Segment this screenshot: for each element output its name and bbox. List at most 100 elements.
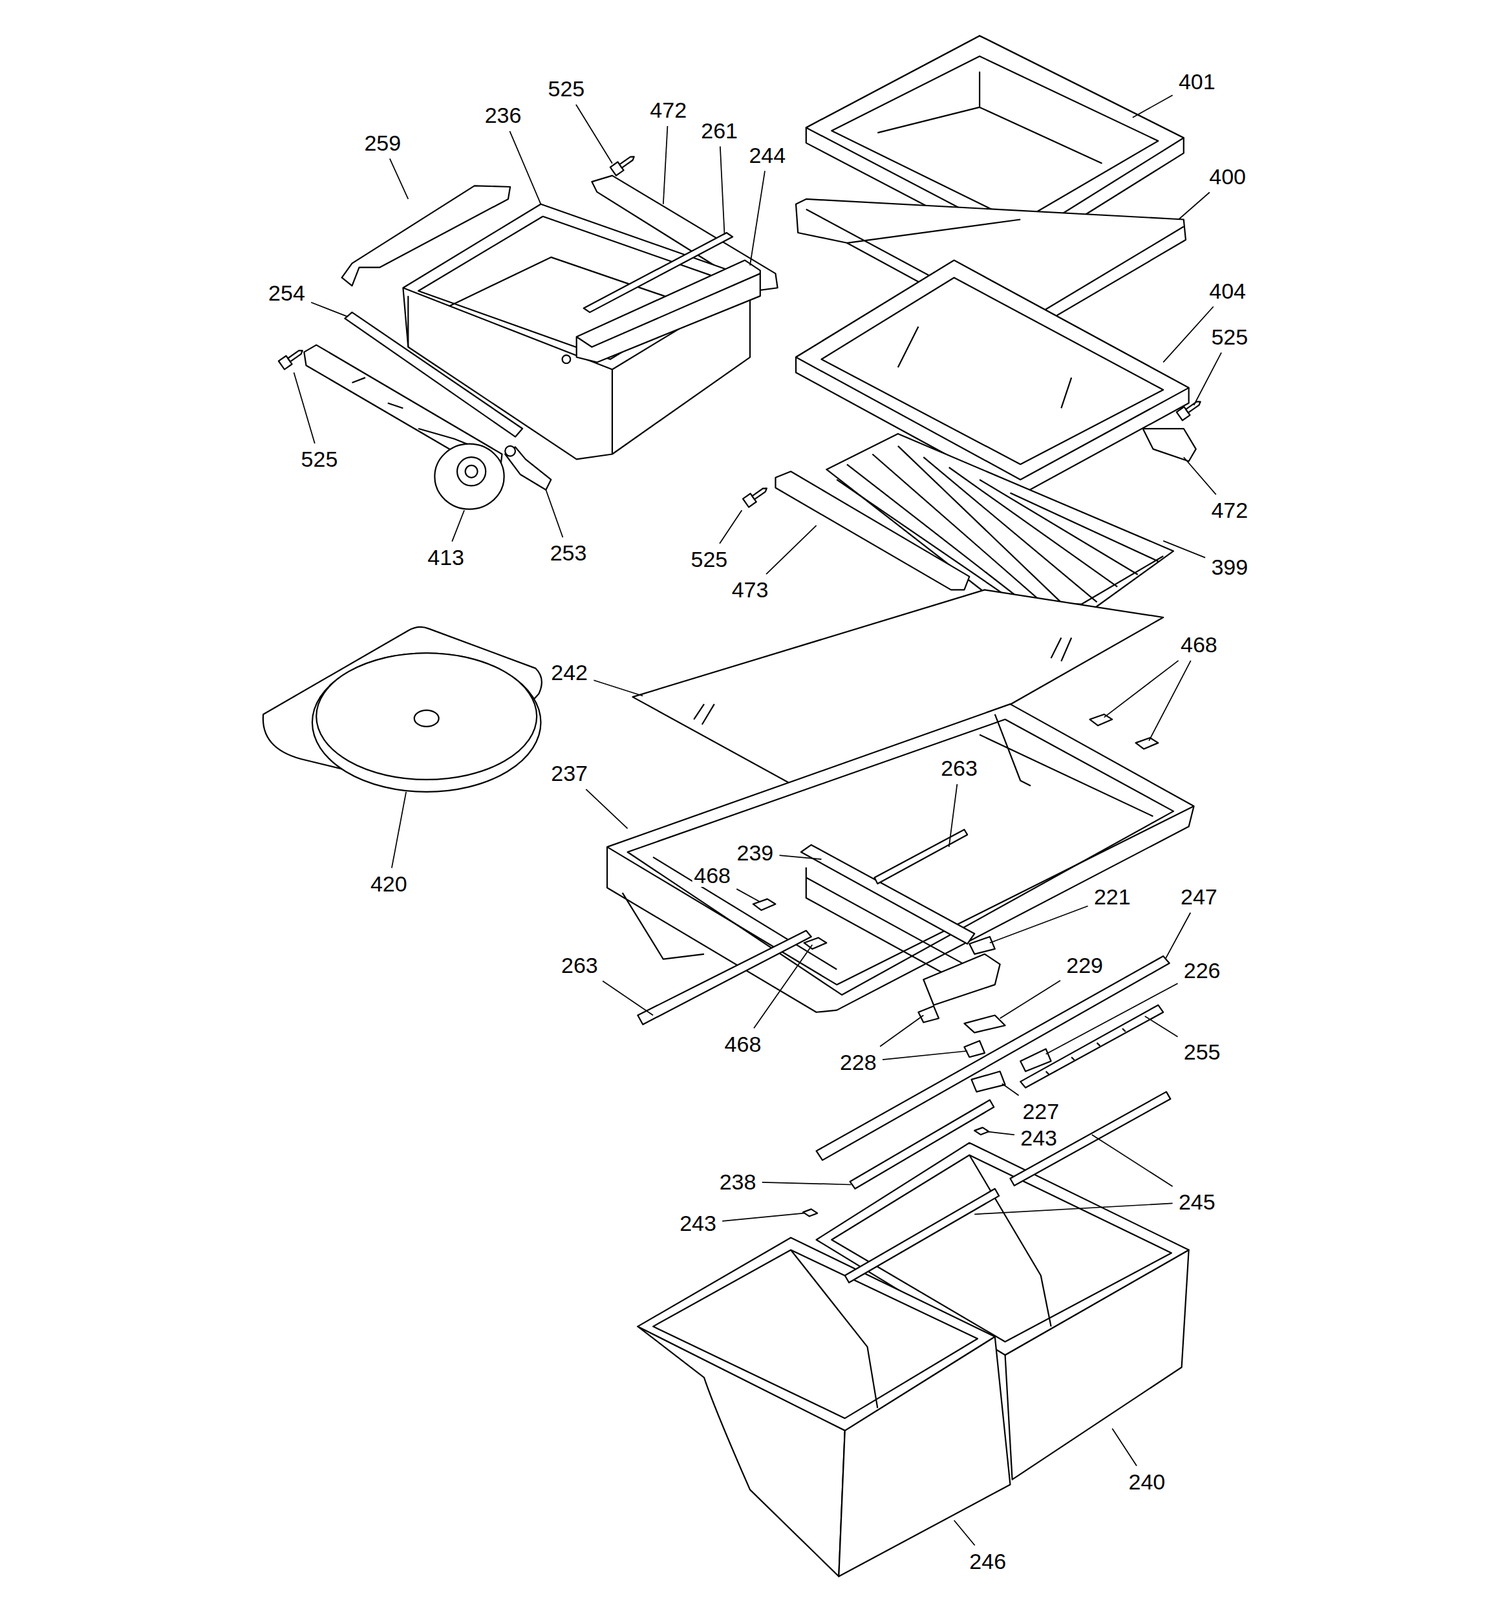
leader-line bbox=[1132, 95, 1173, 118]
callout-number: 399 bbox=[1209, 555, 1250, 579]
lever-pin bbox=[504, 446, 516, 457]
pad bbox=[804, 938, 827, 950]
callout-number: 243 bbox=[1018, 1126, 1060, 1150]
callout-number: 243 bbox=[677, 1211, 719, 1235]
callout-number: 228 bbox=[837, 1050, 879, 1074]
leader-line bbox=[762, 1182, 852, 1186]
bracket bbox=[918, 1006, 939, 1023]
leader-line bbox=[451, 510, 465, 542]
cover-frame-edge bbox=[607, 714, 1194, 985]
slide-detail bbox=[351, 377, 480, 449]
pad bbox=[803, 1209, 818, 1217]
cover-frame bbox=[607, 704, 1194, 1013]
leader-line bbox=[1092, 1134, 1173, 1187]
pad bbox=[1090, 714, 1113, 726]
turntable-top bbox=[316, 653, 537, 780]
callout-number: 468 bbox=[722, 1032, 764, 1056]
callout-number: 227 bbox=[1020, 1099, 1061, 1124]
tray-frame-inner bbox=[831, 56, 1158, 223]
drawer-rim-inner bbox=[653, 1250, 978, 1419]
callout-number: 236 bbox=[482, 103, 524, 127]
slider bbox=[1020, 1049, 1051, 1072]
leader-line bbox=[663, 126, 668, 205]
leader-line bbox=[766, 525, 817, 575]
callout-number: 255 bbox=[1181, 1040, 1223, 1064]
rail bbox=[874, 829, 968, 884]
callout-number: 237 bbox=[548, 761, 590, 785]
turntable bbox=[312, 653, 542, 793]
leader-line bbox=[1046, 983, 1179, 1054]
rail bbox=[775, 471, 970, 590]
callout-number: 525 bbox=[1209, 325, 1250, 349]
leader-line bbox=[1163, 306, 1214, 363]
leader-line bbox=[974, 1203, 1173, 1215]
leader-line bbox=[1194, 352, 1222, 405]
turntable-base bbox=[263, 627, 542, 789]
drawer-inner bbox=[969, 1155, 1051, 1327]
bracket bbox=[964, 1040, 985, 1058]
callout-number: 413 bbox=[425, 545, 467, 569]
latch bbox=[964, 1015, 1005, 1034]
slider bbox=[971, 1071, 1005, 1093]
mechanism bbox=[923, 954, 1000, 1006]
callout-number: 472 bbox=[1209, 498, 1250, 522]
tray-inner bbox=[877, 71, 1102, 164]
leader-line bbox=[986, 1131, 1015, 1135]
leader-line bbox=[294, 372, 315, 444]
drawer-rim bbox=[637, 1238, 995, 1431]
leader-line bbox=[545, 490, 563, 538]
cross-bar-edge bbox=[806, 867, 965, 985]
leader-line bbox=[1178, 192, 1210, 220]
callout-number: 420 bbox=[368, 872, 410, 896]
callout-number: 400 bbox=[1207, 164, 1248, 189]
leader-line bbox=[949, 784, 958, 847]
leader-line bbox=[882, 1051, 968, 1060]
screw bbox=[287, 349, 304, 363]
callout-number: 525 bbox=[688, 547, 730, 571]
leader-line bbox=[593, 680, 643, 696]
leader-line bbox=[576, 104, 613, 164]
callout-number: 253 bbox=[548, 541, 590, 565]
callout-number: 263 bbox=[938, 756, 980, 780]
leader-line bbox=[1000, 980, 1061, 1019]
callout-number: 239 bbox=[735, 841, 776, 865]
crisper-pan bbox=[402, 204, 750, 460]
clip bbox=[969, 936, 995, 955]
leader-line bbox=[1163, 541, 1206, 558]
callout-number: 468 bbox=[691, 863, 733, 888]
callout-number: 525 bbox=[299, 447, 341, 471]
leader-line bbox=[391, 792, 407, 869]
leader-line bbox=[1165, 912, 1191, 960]
pad bbox=[753, 899, 776, 911]
callout-number: 229 bbox=[1064, 953, 1105, 977]
vent-strip bbox=[1020, 1005, 1164, 1089]
leader-line bbox=[879, 1015, 924, 1047]
callout-number: 473 bbox=[729, 578, 771, 602]
leader-line bbox=[509, 131, 541, 205]
callout-number: 247 bbox=[1178, 885, 1220, 909]
leader-line bbox=[1104, 660, 1179, 718]
callout-number: 525 bbox=[546, 76, 588, 101]
glass-shine bbox=[898, 326, 1072, 408]
callout-number: 401 bbox=[1176, 69, 1218, 94]
handle-edge bbox=[576, 273, 761, 348]
rail bbox=[1143, 428, 1197, 462]
wheel-axle bbox=[465, 465, 478, 478]
leader-line bbox=[389, 158, 408, 199]
rail bbox=[637, 931, 811, 1025]
vent-slots bbox=[1046, 1028, 1126, 1075]
leader-line bbox=[1145, 1016, 1179, 1038]
callout-number: 404 bbox=[1207, 279, 1248, 303]
callout-number: 472 bbox=[647, 98, 689, 122]
callout-number: 261 bbox=[698, 118, 740, 143]
cross-bar bbox=[801, 845, 975, 944]
leader-line bbox=[720, 146, 725, 235]
leader-line bbox=[602, 980, 654, 1016]
wheel bbox=[434, 444, 504, 510]
pad bbox=[974, 1127, 989, 1135]
callout-number: 242 bbox=[548, 660, 590, 685]
leader-line bbox=[585, 789, 628, 829]
wheel-hub bbox=[457, 457, 486, 486]
screw bbox=[1185, 400, 1202, 414]
